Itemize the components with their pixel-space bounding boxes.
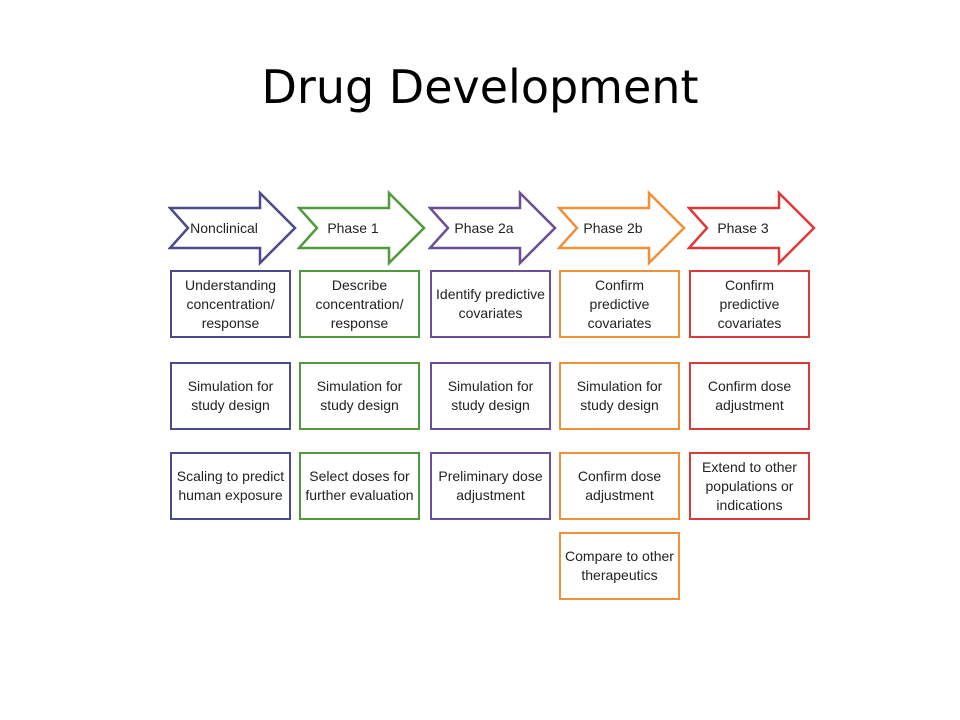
phase-arrow-icon: [297, 190, 426, 266]
phase-activity-box: Simulation for study design: [170, 362, 291, 430]
phase-activity-box: Confirm dose adjustment: [689, 362, 810, 430]
phase-label: Phase 2a: [454, 220, 514, 236]
phase-activity-box: Simulation for study design: [299, 362, 420, 430]
phase-activity-box: Identify predictive covariates: [430, 270, 551, 338]
phase-activity-box: Confirm dose adjustment: [559, 452, 680, 520]
phase-arrow-shape: [428, 190, 557, 266]
phase-activity-box: Scaling to predict human exposure: [170, 452, 291, 520]
phase-arrow-icon: [557, 190, 686, 266]
phase-activity-box: Preliminary dose adjustment: [430, 452, 551, 520]
phase-arrow-shape: [168, 190, 297, 266]
phase-label: Nonclinical: [190, 220, 258, 236]
phase-activity-box: Confirm predictive covariates: [689, 270, 810, 338]
phase-arrow-shape: [687, 190, 816, 266]
phase-label: Phase 3: [717, 220, 769, 236]
phase-label: Phase 1: [327, 220, 379, 236]
phase-arrow-icon: [428, 190, 557, 266]
phase-activity-box: Extend to other populations or indicatio…: [689, 452, 810, 520]
phase-activity-box: Understanding concentration/ response: [170, 270, 291, 338]
phase-activity-box: Select doses for further evaluation: [299, 452, 420, 520]
phase-arrow-shape: [557, 190, 686, 266]
phase-label: Phase 2b: [583, 220, 643, 236]
page-title: Drug Development: [261, 60, 699, 114]
phase-activity-box: Describe concentration/ response: [299, 270, 420, 338]
phase-arrow-icon: [687, 190, 816, 266]
phase-activity-box: Confirm predictive covariates: [559, 270, 680, 338]
phase-activity-box: Simulation for study design: [430, 362, 551, 430]
phase-activity-box: Compare to other therapeutics: [559, 532, 680, 600]
phase-arrow-icon: [168, 190, 297, 266]
phase-arrow-shape: [297, 190, 426, 266]
phase-activity-box: Simulation for study design: [559, 362, 680, 430]
